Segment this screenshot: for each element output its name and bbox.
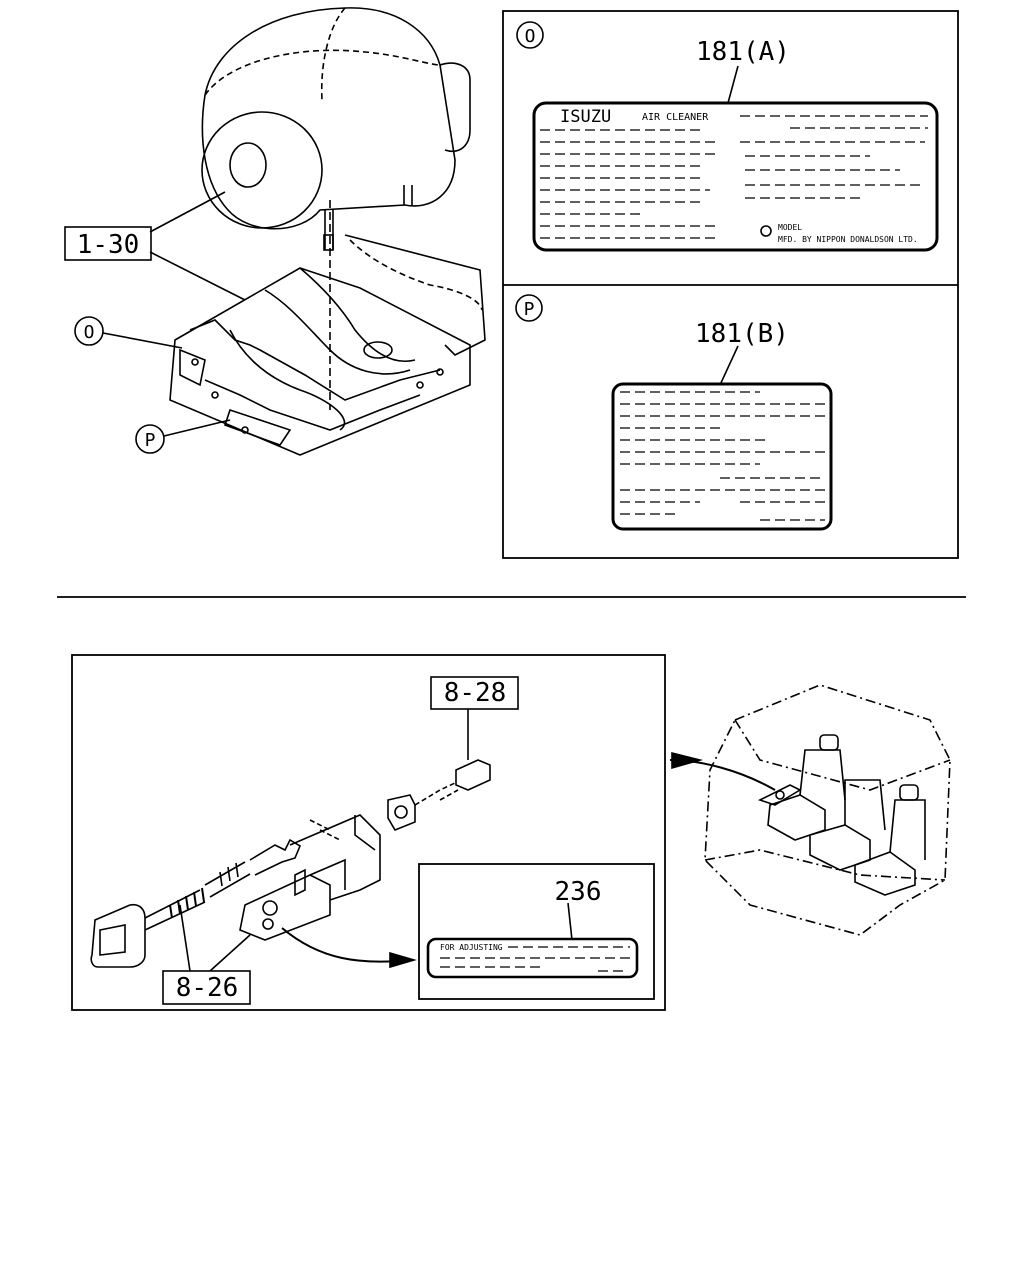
label-manufacturer: MFD. BY NIPPON DONALDSON LTD. — [778, 235, 918, 244]
label-236 — [426, 937, 639, 979]
donaldson-logo-icon — [760, 225, 772, 237]
marker-p-label: P — [145, 430, 156, 451]
air-cleaner-drawing — [169, 7, 486, 456]
marker-o-circle — [74, 316, 104, 346]
part-181b: 181(B) — [695, 319, 789, 349]
label-236-text: FOR ADJUSTING — [440, 943, 503, 952]
panel-p-marker-circle — [515, 294, 543, 322]
label-181a — [532, 101, 939, 252]
part-181a: 181(A) — [696, 37, 790, 67]
label-181b — [611, 382, 833, 531]
part-236: 236 — [555, 877, 602, 907]
panel-p-marker: P — [524, 299, 535, 320]
callout-1-30: 1-30 — [77, 230, 140, 260]
label-236-frame — [418, 863, 655, 1000]
callout-8-26-box — [162, 970, 251, 1005]
label-brand-isuzu: ISUZU — [560, 107, 611, 127]
panel-o-marker: O — [525, 26, 536, 47]
adjuster-panel-frame — [71, 654, 666, 1011]
cab-drawing — [704, 684, 951, 936]
label-model: MODEL — [778, 223, 802, 232]
callout-8-28-box — [430, 676, 519, 710]
callout-8-28: 8-28 — [444, 678, 507, 708]
adjuster-drawing — [90, 745, 491, 968]
callout-1-30-box — [64, 226, 152, 261]
marker-o-label: O — [84, 322, 95, 343]
label-product: AIR CLEANER — [642, 112, 709, 123]
callout-8-26: 8-26 — [176, 973, 239, 1003]
marker-p-circle — [135, 424, 165, 454]
panel-o-marker-circle — [516, 21, 544, 49]
